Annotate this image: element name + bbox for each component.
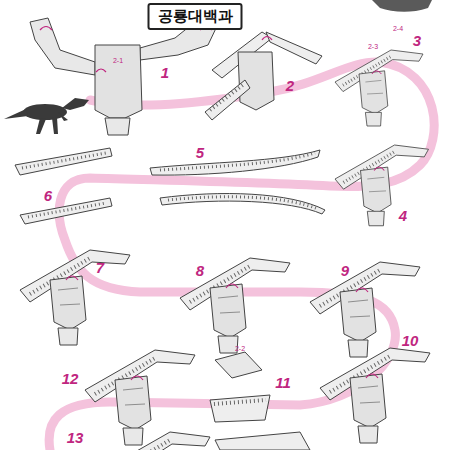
part-code: 2-3 bbox=[368, 43, 378, 50]
step-number: 8 bbox=[195, 263, 205, 278]
step-number: 2 bbox=[285, 78, 295, 93]
part-code: 2-1 bbox=[113, 57, 123, 64]
step-number: 6 bbox=[43, 188, 53, 203]
title-banner: 공룡대백과 bbox=[148, 3, 243, 30]
step-number: 3 bbox=[412, 33, 422, 48]
step-number: 9 bbox=[340, 263, 350, 278]
step-number: 1 bbox=[160, 65, 170, 80]
part-code: 2-2 bbox=[235, 345, 245, 352]
step-number: 5 bbox=[195, 145, 205, 160]
step-number: 7 bbox=[95, 260, 105, 275]
step-number: 12 bbox=[61, 371, 80, 386]
step-number: 4 bbox=[398, 208, 408, 223]
step-number: 11 bbox=[274, 375, 292, 390]
part-code: 2-4 bbox=[393, 25, 403, 32]
step-number: 10 bbox=[401, 333, 420, 348]
step-number: 13 bbox=[66, 430, 85, 445]
